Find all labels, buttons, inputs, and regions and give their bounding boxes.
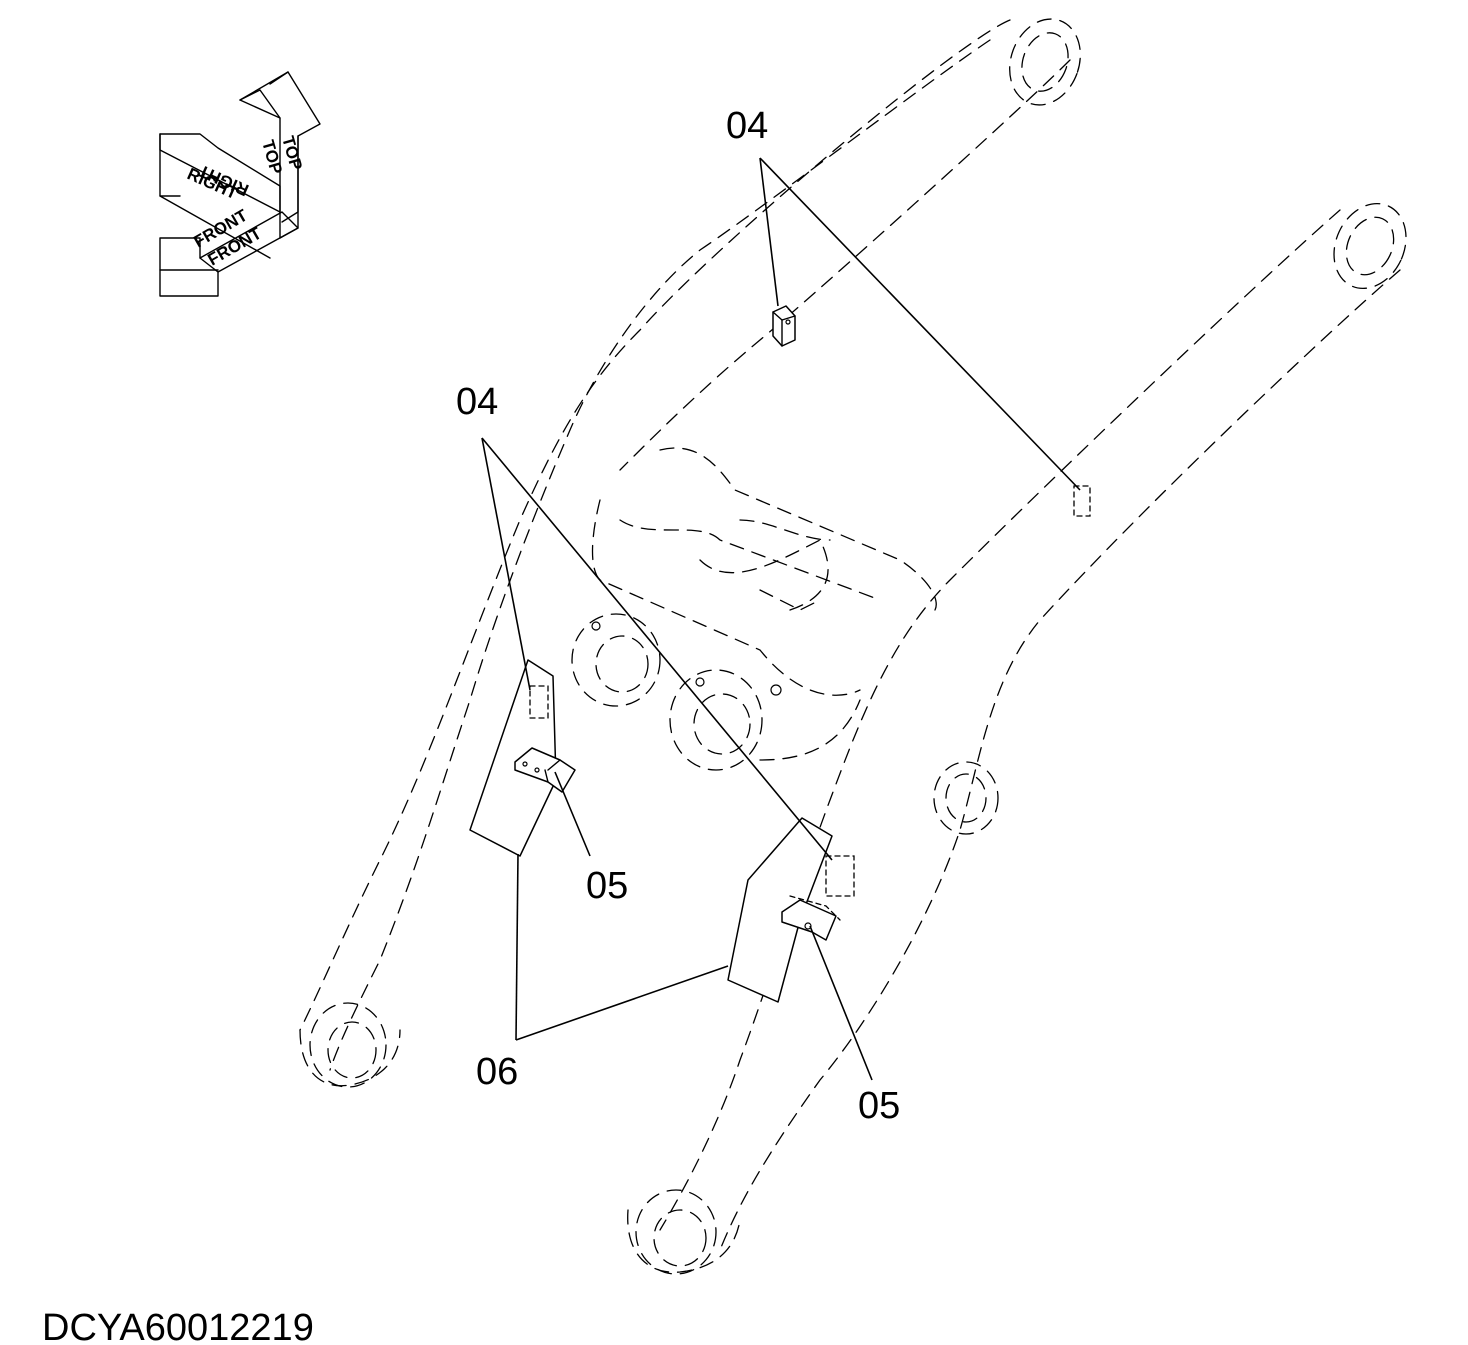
bracket-part-05-right: [781, 895, 841, 941]
callout-06: 06: [476, 1051, 518, 1093]
drawing-code: DCYA60012219: [42, 1307, 314, 1345]
orientation-indicator-icon: TOP TOP RIGHT RIGHT FRONT FRONT: [159, 71, 321, 297]
callout-04-upper: 04: [726, 105, 768, 147]
callout-04-left: 04: [456, 381, 498, 423]
block-part-04-hidden: [1073, 485, 1091, 517]
plate-part-06-right: [727, 817, 855, 1003]
block-part-04-upper: [772, 305, 796, 347]
bracket-part-05-left: [514, 747, 576, 793]
callout-05-left: 05: [586, 865, 628, 907]
leader-lines: [481, 157, 1081, 1081]
callout-05-right: 05: [858, 1085, 900, 1127]
plate-part-06-left: [469, 659, 557, 857]
